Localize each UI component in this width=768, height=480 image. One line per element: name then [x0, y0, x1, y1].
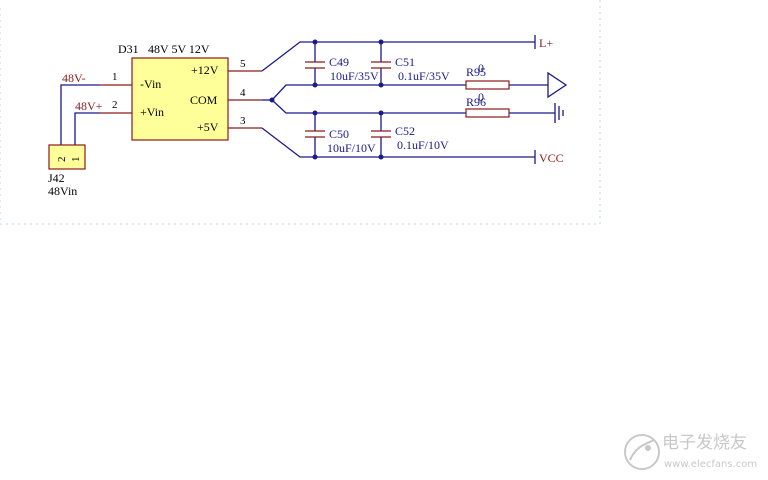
capacitor-c51 [371, 61, 391, 69]
pin-label-com: COM [190, 93, 218, 107]
earth-ground-symbol [547, 71, 568, 99]
ground-symbol [554, 103, 564, 123]
connector-designator: J42 [48, 171, 65, 185]
resistor-ref-r95: R95 [466, 65, 486, 79]
cap-value-c49: 10uF/35V [330, 69, 379, 83]
cap-value-c50: 10uF/10V [327, 141, 376, 155]
pin-number-2: 2 [112, 99, 118, 111]
cap-ref-c49: C49 [329, 55, 349, 69]
net-label-48v-neg: 48V- [62, 71, 86, 85]
converter-value: 48V 5V 12V [148, 42, 210, 56]
connector-pin-1: 1 [70, 157, 82, 163]
capacitor-c50 [305, 130, 325, 138]
pin-label-vin-neg: -Vin [140, 77, 161, 91]
resistor-ref-r96: R96 [466, 95, 486, 109]
pin-number-4: 4 [240, 87, 246, 99]
junctions [269, 39, 384, 160]
net-label-vcc: VCC [539, 151, 564, 165]
resistor-value-r95: 0 [478, 61, 484, 75]
connector-body [48, 144, 86, 170]
pin-label-12v: +12V [191, 63, 219, 77]
pin-number-5: 5 [240, 58, 246, 70]
resistor-r95 [465, 80, 510, 90]
cap-value-c51: 0.1uF/35V [398, 69, 450, 83]
capacitor-c52 [371, 130, 391, 138]
net-label-l-plus: L+ [539, 36, 553, 50]
cap-ref-c50: C50 [329, 127, 349, 141]
cap-value-c52: 0.1uF/10V [397, 138, 449, 152]
pin-number-3: 3 [240, 115, 246, 127]
input-wires [60, 84, 100, 145]
resistor-r96 [465, 108, 510, 118]
connector-value: 48Vin [48, 184, 77, 198]
capacitor-c49 [305, 61, 325, 69]
cap-ref-c51: C51 [395, 55, 415, 69]
resistor-value-r96: 0 [478, 90, 484, 104]
watermark-brand: 电子发烧友 [662, 433, 747, 453]
watermark-url: www.elecfans.com [664, 459, 757, 470]
output-wires [261, 41, 555, 158]
net-label-48v-pos: 48V+ [75, 99, 103, 113]
connector-pin-2: 2 [56, 157, 68, 163]
converter-body [131, 57, 229, 141]
cap-ref-c52: C52 [395, 124, 415, 138]
converter-designator: D31 [118, 42, 139, 56]
elecfans-logo [624, 434, 660, 470]
pin-label-5v: +5V [197, 120, 219, 134]
pin-label-vin-pos: +Vin [140, 105, 164, 119]
sheet-grid [0, 0, 601, 225]
pin-number-1: 1 [112, 71, 118, 83]
